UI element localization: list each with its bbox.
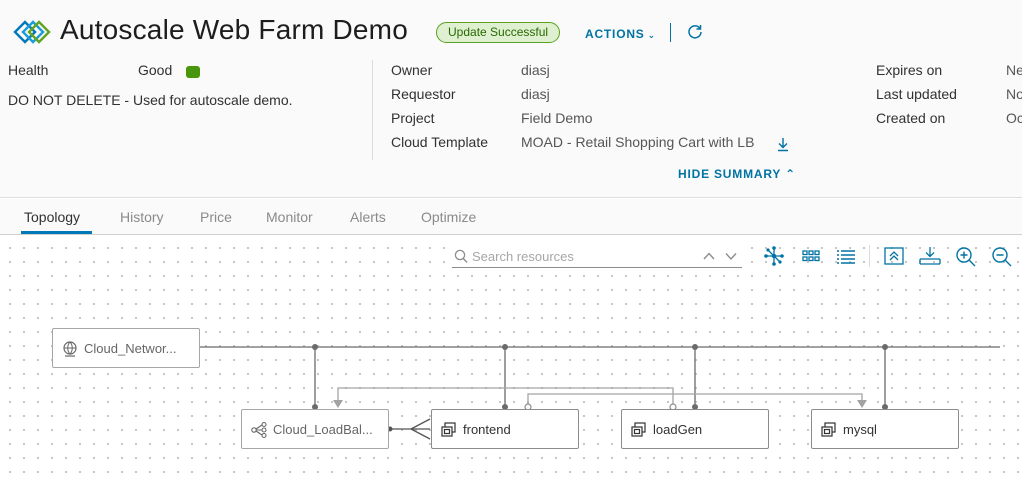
requestor-label: Requestor <box>391 86 456 102</box>
download-icon[interactable] <box>776 136 790 152</box>
deployment-logo-icon <box>13 20 51 44</box>
zoom-in-icon[interactable] <box>954 245 978 267</box>
tab-bar: Topology History Price Monitor Alerts Op… <box>0 199 1022 235</box>
node-mysql[interactable]: mysql <box>811 409 959 449</box>
node-label: frontend <box>463 422 511 437</box>
created-label: Created on <box>876 110 946 126</box>
machine-cluster-icon <box>441 422 456 437</box>
machine-cluster-icon <box>631 422 646 437</box>
machine-cluster-icon <box>821 422 836 437</box>
fit-to-screen-icon[interactable] <box>882 245 906 267</box>
hide-summary-label: HIDE SUMMARY <box>678 167 782 181</box>
expires-value: Ne <box>1006 62 1022 78</box>
grid-view-icon[interactable] <box>799 245 823 267</box>
actions-dropdown[interactable]: ACTIONS⌄ <box>585 27 656 41</box>
deployment-summary: Autoscale Web Farm Demo Update Successfu… <box>0 0 1022 198</box>
tab-alerts[interactable]: Alerts <box>350 209 386 225</box>
node-cloud-loadbalancer[interactable]: Cloud_LoadBal... <box>241 409 389 449</box>
node-label: mysql <box>843 422 877 437</box>
chevron-down-icon: ⌄ <box>647 30 656 40</box>
zoom-out-icon[interactable] <box>990 245 1014 267</box>
active-tab-indicator <box>21 231 92 234</box>
created-value: Oc <box>1006 110 1022 126</box>
load-balancer-icon <box>251 421 267 439</box>
actions-label: ACTIONS <box>585 27 645 41</box>
project-value: Field Demo <box>521 110 593 126</box>
health-value: Good <box>138 62 173 78</box>
tab-optimize[interactable]: Optimize <box>421 209 477 225</box>
deployment-description: DO NOT DELETE - Used for autoscale demo. <box>8 92 293 108</box>
chevron-up-icon[interactable] <box>702 249 716 263</box>
header-divider <box>670 23 671 42</box>
requestor-value: diasj <box>521 86 550 102</box>
tab-price[interactable]: Price <box>200 209 232 225</box>
project-label: Project <box>391 110 435 126</box>
health-status-icon <box>186 66 200 78</box>
node-loadgen[interactable]: loadGen <box>621 409 769 449</box>
last-updated-label: Last updated <box>876 86 957 102</box>
double-chevron-up-icon: ⌃ <box>785 167 797 181</box>
health-label: Health <box>8 62 49 78</box>
owner-label: Owner <box>391 62 433 78</box>
node-cloud-network[interactable]: Cloud_Networ... <box>52 328 200 368</box>
last-updated-value: No <box>1006 86 1022 102</box>
owner-value: diasj <box>521 62 550 78</box>
tab-monitor[interactable]: Monitor <box>266 209 313 225</box>
chevron-down-icon[interactable] <box>724 249 738 263</box>
expires-label: Expires on <box>876 62 943 78</box>
page-title: Autoscale Web Farm Demo <box>60 14 408 45</box>
column-divider <box>372 60 373 160</box>
network-globe-icon <box>63 341 77 357</box>
node-frontend[interactable]: frontend <box>431 409 579 449</box>
cloud-template-label: Cloud Template <box>391 134 489 150</box>
node-label: loadGen <box>653 422 703 437</box>
download-image-icon[interactable] <box>918 245 942 267</box>
list-view-icon[interactable] <box>834 245 858 267</box>
topology-view-icon[interactable] <box>762 245 786 267</box>
node-label: Cloud_LoadBal... <box>273 422 373 437</box>
hide-summary-button[interactable]: HIDE SUMMARY⌃ <box>678 167 796 181</box>
search-icon <box>454 249 468 263</box>
refresh-icon[interactable] <box>686 23 704 41</box>
toolbar-divider <box>869 245 870 267</box>
search-input[interactable] <box>472 247 687 266</box>
tab-topology[interactable]: Topology <box>24 209 81 225</box>
tab-history[interactable]: History <box>120 209 164 225</box>
resource-search <box>452 247 742 268</box>
cloud-template-value: MOAD - Retail Shopping Cart with LB <box>521 134 755 150</box>
node-label: Cloud_Networ... <box>84 341 177 356</box>
status-badge: Update Successful <box>436 22 561 43</box>
